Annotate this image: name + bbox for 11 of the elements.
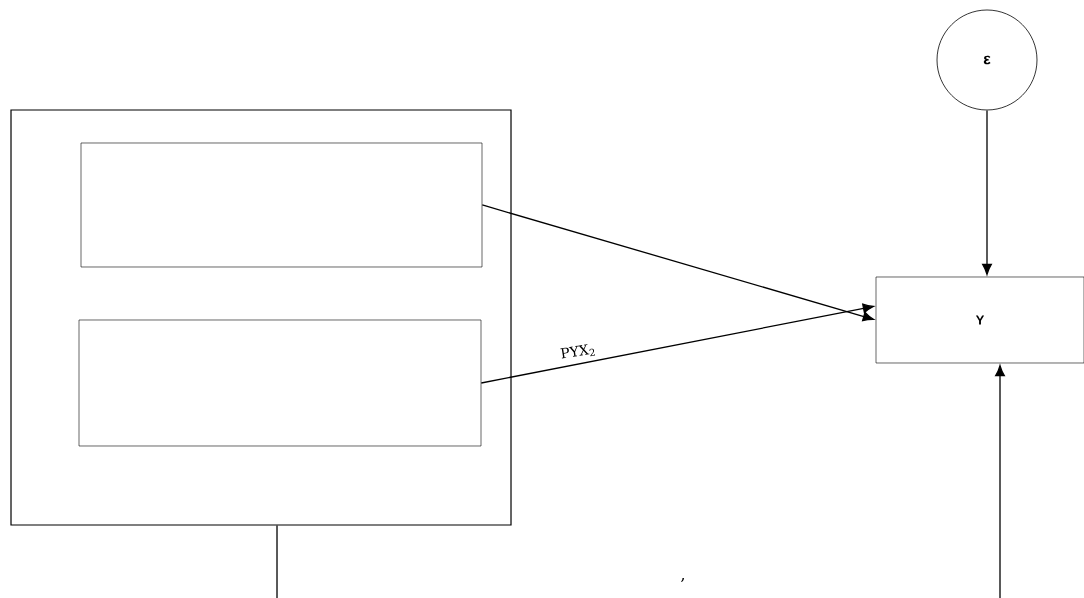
group-box <box>10 109 512 526</box>
edge-label: PYX$_{2}$ <box>560 344 595 359</box>
arrow <box>481 204 875 322</box>
variable-box <box>80 142 483 268</box>
comma-mark: , <box>681 578 684 582</box>
arrow <box>480 303 874 384</box>
arrow <box>995 365 1005 598</box>
arrow <box>982 109 992 275</box>
connector-line <box>276 524 278 598</box>
variable-box <box>78 319 482 447</box>
outcome-box: Y <box>875 276 1084 364</box>
